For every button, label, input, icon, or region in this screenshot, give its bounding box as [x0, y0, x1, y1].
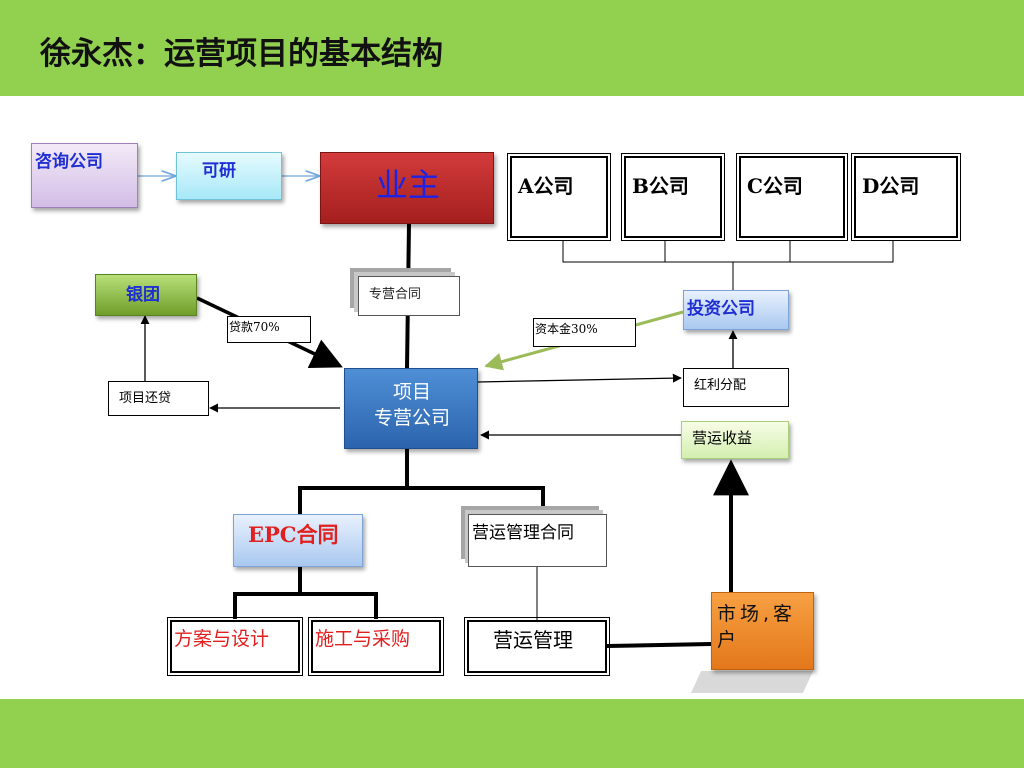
- loan-label-node: 贷款70%: [227, 316, 311, 343]
- dividend-node: 红利分配: [683, 368, 789, 407]
- concession-contract-label: 专营合同: [369, 287, 422, 302]
- company-a-node: A公司: [507, 153, 611, 241]
- company-c-label: C公司: [747, 174, 803, 198]
- construction-node: 施工与采购: [308, 617, 444, 676]
- operating-revenue-node: 营运收益: [681, 421, 789, 459]
- operation-management-label: 营运管理: [493, 628, 573, 652]
- concession-contract-node: 专营合同: [358, 276, 460, 316]
- investment-company-node: 投资公司: [683, 290, 789, 330]
- operating-revenue-label: 营运收益: [692, 429, 753, 447]
- loan-label: 贷款70%: [229, 320, 280, 334]
- owner-label: 业主: [376, 166, 441, 204]
- bank-syndicate-node: 银团: [95, 274, 197, 316]
- loan-repayment-label: 项目还贷: [119, 391, 172, 406]
- design-node: 方案与设计: [167, 617, 303, 676]
- owner-node: 业主: [320, 152, 494, 224]
- om-contract-label: 营运管理合同: [472, 523, 574, 543]
- company-d-label: D公司: [862, 174, 920, 198]
- company-d-node: D公司: [851, 153, 961, 241]
- companies-bracket: [562, 240, 894, 263]
- investment-company-label: 投资公司: [687, 299, 755, 319]
- consulting-company-node: 咨询公司: [31, 143, 138, 208]
- operation-to-market-line: [606, 642, 712, 648]
- project-spv-label-line2: 专营公司: [373, 407, 450, 429]
- construction-label: 施工与采购: [315, 628, 411, 650]
- capital-label: 资本金30%: [535, 322, 598, 336]
- consulting-company-label: 咨询公司: [35, 152, 103, 172]
- epc-contract-label: EPC合同: [248, 522, 339, 547]
- bank-syndicate-label: 银团: [126, 285, 160, 305]
- design-label: 方案与设计: [174, 628, 270, 650]
- capital-label-node: 资本金30%: [533, 318, 636, 347]
- arrow-spv-to-dividend: [477, 373, 682, 383]
- company-a-label: A公司: [518, 174, 574, 198]
- feasibility-label: 可研: [202, 161, 236, 181]
- header-band: [0, 0, 1024, 96]
- market-customer-label: 市场,客户: [717, 603, 797, 651]
- operation-management-node: 营运管理: [464, 617, 610, 676]
- company-b-node: B公司: [621, 153, 725, 241]
- om-contract-node: 营运管理合同: [468, 514, 607, 567]
- footer-band: [0, 699, 1024, 768]
- project-spv-label-line1: 项目: [392, 381, 431, 403]
- company-c-node: C公司: [736, 153, 848, 241]
- loan-repayment-node: 项目还贷: [108, 381, 209, 416]
- project-spv-node: 项目 专营公司: [344, 368, 478, 449]
- dividend-label: 红利分配: [694, 378, 747, 393]
- epc-contract-node: EPC合同: [233, 514, 363, 567]
- market-customer-node: 市场,客户: [711, 592, 814, 670]
- company-b-label: B公司: [632, 174, 689, 198]
- feasibility-node: 可研: [176, 152, 282, 200]
- page-title: 徐永杰：运营项目的基本结构: [40, 36, 443, 72]
